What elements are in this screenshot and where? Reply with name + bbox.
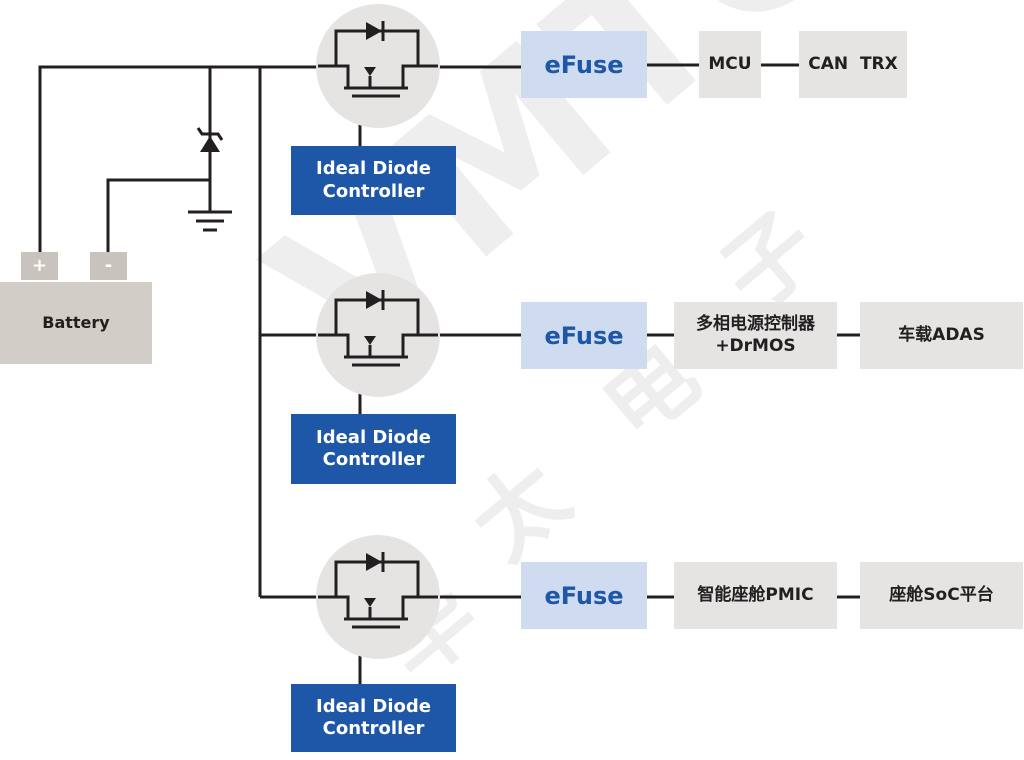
- mosfet-icon: [316, 273, 440, 397]
- efuse-3: eFuse: [521, 562, 647, 629]
- controller-1-line-2: Controller: [322, 180, 425, 202]
- controller-1-line-1: Ideal Diode: [316, 158, 431, 179]
- load-cockpit-pmic: 智能座舱PMIC: [674, 562, 837, 629]
- battery-minus-terminal: -: [90, 252, 127, 280]
- controller-2-line-1: Ideal Diode: [316, 426, 431, 448]
- load-multiphase-controller: 多相电源控制器 +DrMOS: [674, 302, 837, 369]
- battery: Battery: [0, 282, 152, 364]
- ideal-diode-controller-2: Ideal Diode Controller: [291, 414, 456, 484]
- load-mcu: MCU: [699, 31, 761, 98]
- mosfet-icon: [316, 4, 440, 128]
- ideal-diode-controller-1: Ideal Diode Controller: [291, 146, 456, 215]
- load-can-trx: CAN TRX: [799, 31, 907, 98]
- battery-plus-terminal: +: [21, 252, 58, 280]
- load-cockpit-soc: 座舱SoC平台: [860, 562, 1023, 629]
- battery-minus-wire: [106, 178, 210, 252]
- load-adas: 车载ADAS: [860, 302, 1023, 369]
- controller-3-line-1: Ideal Diode: [316, 695, 431, 717]
- mosfet-icon: [316, 535, 440, 659]
- controller-2-line-2: Controller: [322, 449, 425, 470]
- tvs-diode-icon: [196, 127, 224, 152]
- battery-plus-wire: [38, 65, 318, 252]
- efuse-1: eFuse: [521, 31, 647, 98]
- efuse-2: eFuse: [521, 302, 647, 369]
- ideal-diode-controller-3: Ideal Diode Controller: [291, 684, 456, 752]
- controller-3-line-2: Controller: [322, 718, 425, 739]
